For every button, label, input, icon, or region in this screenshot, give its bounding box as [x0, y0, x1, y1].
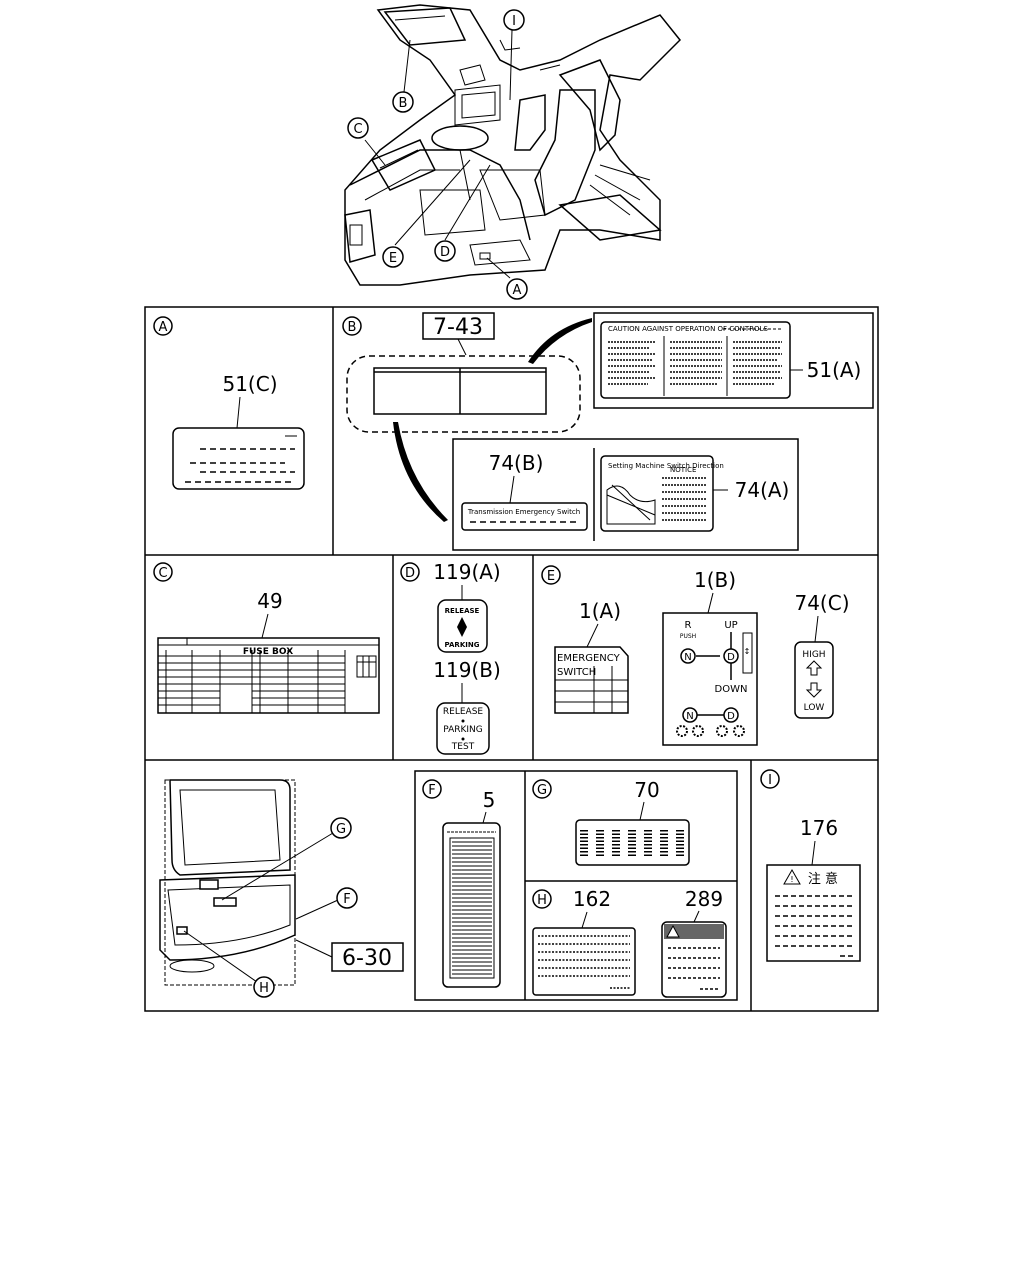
- label-119b-decal: [436, 702, 490, 755]
- svg-text:UP: UP: [724, 620, 737, 631]
- section-b-letter: B: [348, 320, 357, 335]
- part-74b-label: 74(B): [489, 451, 544, 475]
- svg-text:TEST: TEST: [451, 742, 475, 752]
- label-74a-title: Setting Machine Switch Direction: [608, 462, 724, 470]
- label-162-decal: [532, 927, 636, 996]
- callout-f: F: [343, 892, 350, 907]
- section-g: G 70: [532, 778, 690, 866]
- svg-text:R: R: [685, 620, 692, 631]
- part-74c-label: 74(C): [794, 591, 849, 615]
- label-74b-decal: [461, 502, 588, 531]
- section-c-letter: C: [158, 566, 167, 581]
- overview-callout-i: I: [503, 9, 525, 31]
- label-70-decal: [575, 819, 690, 866]
- svg-text:D: D: [727, 711, 735, 722]
- part-70-label: 70: [634, 778, 659, 802]
- section-i: I 176 ! 注 意: [760, 769, 861, 962]
- section-b: B 7-43 CAUTION AGAINST OPERATION OF CONT…: [342, 312, 874, 551]
- svg-text:HIGH: HIGH: [802, 650, 825, 660]
- part-289-label: 289: [685, 887, 723, 911]
- overview-callout-a: A: [506, 278, 528, 300]
- svg-text:!: !: [790, 875, 793, 884]
- ref-7-43: 7-43: [433, 315, 483, 340]
- overview-callout-d: D: [434, 240, 456, 262]
- section-h-letter: H: [537, 893, 547, 908]
- door-section: G F H 6-30: [159, 779, 404, 998]
- svg-text:LOW: LOW: [804, 703, 825, 713]
- svg-text:RELEASE: RELEASE: [443, 707, 484, 717]
- section-i-letter: I: [768, 773, 772, 788]
- section-h: H 162 289: [532, 887, 727, 998]
- part-74a-label: 74(A): [735, 478, 790, 502]
- callout-h: H: [259, 981, 269, 996]
- part-51c-label: 51(C): [222, 372, 277, 396]
- label-74a-notice: NOTICE: [670, 466, 696, 474]
- section-a: A 51(C): [153, 316, 305, 490]
- caution-text: 注 意: [808, 871, 838, 887]
- svg-text:DOWN: DOWN: [715, 684, 748, 695]
- svg-text:D: D: [727, 652, 735, 663]
- ref-6-30: 6-30: [342, 946, 392, 971]
- svg-text:N: N: [684, 652, 691, 663]
- fgh-frame: [414, 770, 738, 1001]
- overview-callout-c: C: [347, 117, 369, 139]
- part-162-label: 162: [573, 887, 611, 911]
- svg-text:EMERGENCY: EMERGENCY: [557, 653, 621, 664]
- label-51c-decal: [172, 427, 305, 490]
- grid-frame: [144, 306, 879, 1012]
- svg-text:PUSH: PUSH: [680, 633, 696, 640]
- label-51a-text-block: [608, 341, 782, 385]
- svg-text:N: N: [686, 711, 693, 722]
- section-c: C 49 FUSE BOX: [153, 562, 380, 714]
- overview-callout-e: E: [382, 246, 404, 268]
- part-1a-label: 1(A): [579, 599, 621, 623]
- svg-text:↕: ↕: [744, 647, 751, 656]
- section-f: F 5: [422, 779, 501, 988]
- shift-pattern-decal: [662, 612, 758, 746]
- svg-text:E: E: [389, 251, 397, 266]
- part-49-label: 49: [257, 589, 282, 613]
- gear-icons: [676, 725, 745, 737]
- svg-text:PARKING: PARKING: [445, 641, 480, 649]
- svg-text:SWITCH: SWITCH: [557, 667, 596, 678]
- svg-text:RELEASE: RELEASE: [445, 607, 480, 615]
- part-1b-label: 1(B): [694, 568, 736, 592]
- high-low-decal: [794, 641, 834, 719]
- section-d: D 119(A) RELEASE PARKING 119(B) RELEASE …: [400, 560, 501, 755]
- door-outline-dashed: [164, 779, 296, 986]
- section-e: E 1(A) EMERGENCY SWITCH 1(B) R PUSH UP N…: [541, 565, 850, 746]
- label-51a-heading: CAUTION AGAINST OPERATION OF CONTROLS: [608, 325, 768, 333]
- label-74b-text: Transmission Emergency Switch: [467, 508, 580, 516]
- ref-6-30-box: [331, 942, 404, 972]
- part-5-label: 5: [483, 788, 496, 812]
- fuse-box-title: FUSE BOX: [243, 647, 293, 657]
- callout-g: G: [336, 822, 346, 837]
- warning-icon: [783, 868, 801, 885]
- fuse-box-decal: [157, 637, 380, 714]
- svg-text:I: I: [512, 14, 516, 29]
- part-176-label: 176: [800, 816, 838, 840]
- cab-interior-drawing: [344, 4, 682, 286]
- section-d-letter: D: [405, 566, 415, 581]
- svg-text:D: D: [440, 245, 450, 260]
- section-e-letter: E: [547, 569, 555, 584]
- section-f-letter: F: [428, 783, 435, 798]
- svg-text:A: A: [513, 283, 522, 298]
- svg-text:PARKING: PARKING: [443, 725, 483, 735]
- svg-text:C: C: [353, 122, 362, 137]
- section-a-letter: A: [159, 320, 168, 335]
- ref-7-43-box: [422, 312, 495, 340]
- part-119b-label: 119(B): [433, 658, 501, 682]
- svg-text:B: B: [399, 96, 408, 111]
- part-119a-label: 119(A): [433, 560, 500, 584]
- part-51a-label: 51(A): [807, 358, 862, 382]
- section-g-letter: G: [537, 783, 547, 798]
- label-176-decal: [766, 864, 861, 962]
- sun-visor-outline: [346, 355, 581, 433]
- overview-callout-b: B: [392, 91, 414, 113]
